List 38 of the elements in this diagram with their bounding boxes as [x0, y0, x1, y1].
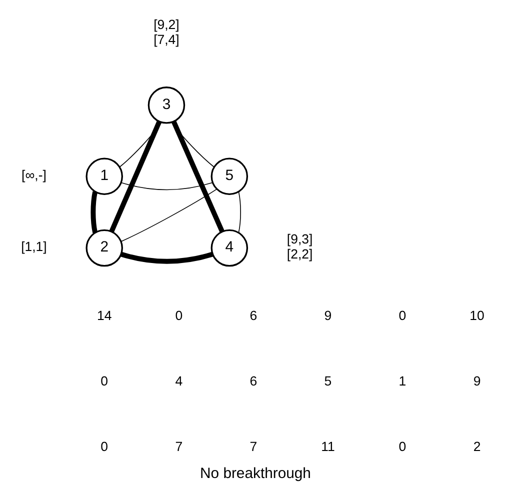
- caption: No breakthrough: [200, 466, 311, 482]
- node-label: [2,2]: [286, 246, 313, 262]
- node-label: [∞,-]: [22, 168, 46, 183]
- connector: [119, 122, 162, 168]
- label: 9: [324, 308, 332, 323]
- label: 9: [473, 373, 481, 388]
- label: 0: [175, 308, 183, 323]
- label: 6: [250, 373, 258, 388]
- node-label: [9,3]: [286, 232, 313, 247]
- label: 7: [250, 438, 258, 454]
- node-label: [7,4]: [154, 32, 180, 48]
- label: 2: [473, 438, 481, 454]
- connector: [120, 252, 214, 264]
- connector: [120, 182, 213, 190]
- node-circle: 4: [210, 229, 248, 267]
- connector: [120, 188, 218, 242]
- label: 5: [324, 373, 332, 388]
- node-label: [9,2]: [154, 17, 180, 32]
- node-circle: 2: [86, 229, 123, 267]
- connector: [109, 120, 162, 233]
- node-label: [1,1]: [21, 239, 47, 254]
- connector: [90, 191, 98, 234]
- label: 1: [398, 373, 406, 388]
- label: 0: [398, 308, 406, 323]
- label: 14: [96, 308, 112, 323]
- node-circle: 3: [148, 86, 186, 124]
- label: 0: [100, 373, 108, 388]
- label: 4: [175, 373, 183, 388]
- label: 6: [250, 308, 258, 323]
- connector: [171, 120, 224, 233]
- label: 10: [470, 308, 484, 323]
- label: 7: [175, 438, 183, 454]
- connector: [238, 191, 241, 234]
- label: 0: [398, 438, 406, 454]
- node-circle: 5: [210, 158, 248, 196]
- node-circle: 1: [86, 158, 123, 196]
- label: 0: [100, 438, 108, 454]
- label: 11: [321, 438, 335, 454]
